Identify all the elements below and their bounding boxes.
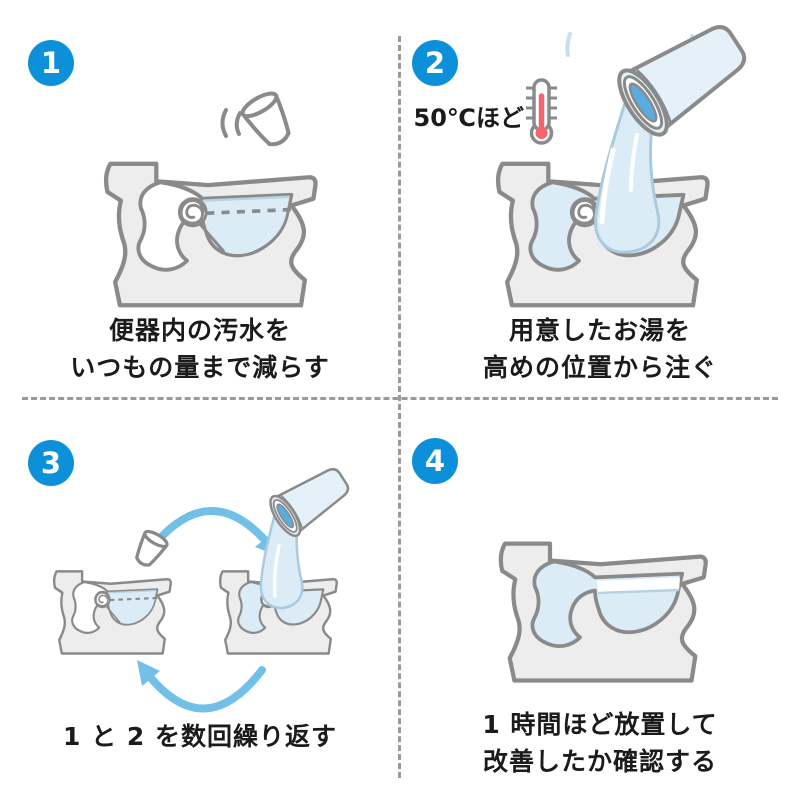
vertical-divider [398, 36, 401, 778]
caption-line: いつもの量まで減らす [70, 353, 330, 382]
step-4-badge: 4 [412, 438, 458, 484]
caption-line: 用意したお湯を [508, 316, 691, 345]
caption-line: 1 時間ほど放置して [482, 710, 718, 739]
step-1-panel: 1 便器内の汚水を いつもの量まで減らす [0, 0, 400, 400]
toilet-illustration [501, 544, 706, 681]
caption-line: 1 と 2 を数回繰り返す [63, 722, 337, 751]
step-4-caption: 1 時間ほど放置して 改善したか確認する [400, 706, 800, 780]
cup-icon [135, 529, 169, 567]
toilet-illustration-small-left [52, 570, 172, 655]
caption-line: 改善したか確認する [482, 747, 717, 776]
step-4-panel: 4 1 時間ほど放置して 改善したか確認する [400, 400, 800, 801]
toilet-illustration [106, 164, 315, 305]
hot-water-stream [259, 512, 304, 610]
cup-icon [240, 91, 291, 147]
temperature-label: 50℃ほど [413, 104, 524, 132]
thermometer-icon [526, 78, 557, 145]
motion-marks-icon [220, 108, 242, 138]
step-3-badge: 3 [28, 440, 74, 486]
step-3-caption: 1 と 2 を数回繰り返す [0, 718, 400, 755]
step-3-illustration [52, 457, 357, 713]
step-1-illustration [0, 91, 400, 400]
step-2-panel: 2 50℃ほど 用意したお湯を 高めの位置から注ぐ [400, 0, 800, 400]
arrowhead [137, 660, 160, 686]
step-2-badge: 2 [412, 40, 458, 86]
step-1-caption: 便器内の汚水を いつもの量まで減らす [0, 312, 400, 386]
step-4-illustration [400, 400, 800, 801]
step-3-panel: 3 1 と 2 を数回繰り返す [0, 400, 400, 801]
hot-water-stream [594, 98, 661, 254]
caption-line: 便器内の汚水を [108, 316, 291, 345]
step-2-caption: 用意したお湯を 高めの位置から注ぐ [400, 312, 800, 386]
caption-line: 高めの位置から注ぐ [482, 353, 717, 382]
step-2-illustration [400, 9, 759, 400]
step-1-badge: 1 [28, 40, 74, 86]
waterline [597, 588, 680, 595]
